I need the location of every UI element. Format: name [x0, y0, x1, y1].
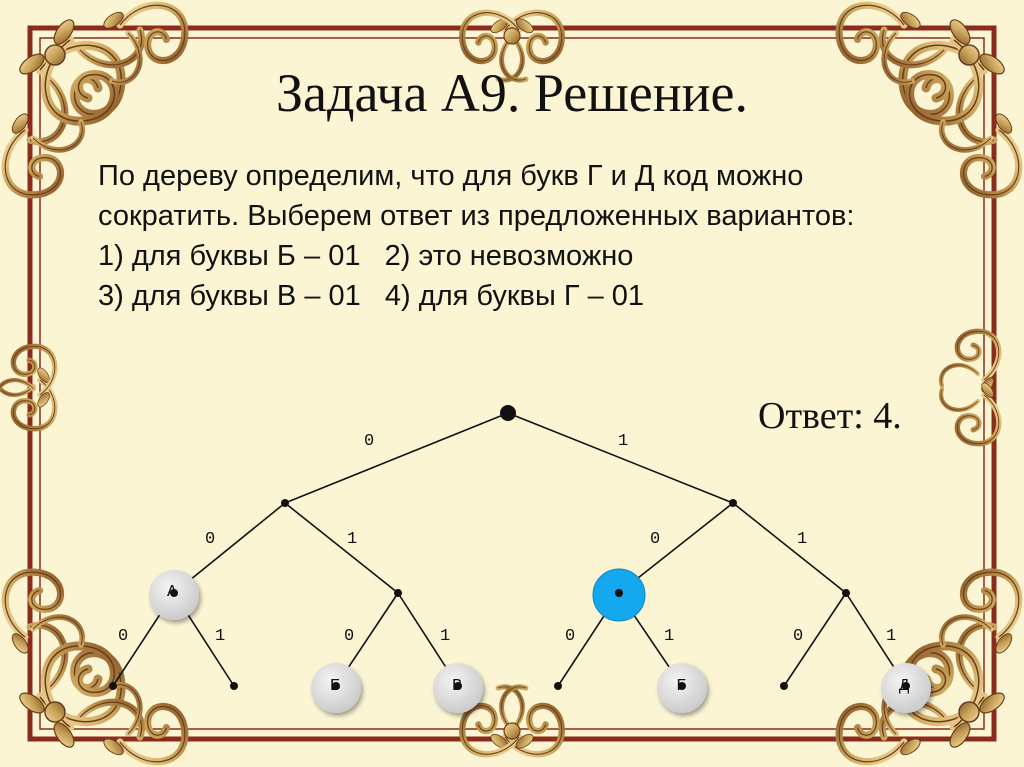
answer-text: Ответ: 4.: [758, 395, 902, 437]
tree-dots: [109, 405, 910, 690]
root-node: [500, 405, 516, 421]
edge-label-0: 0: [205, 530, 215, 549]
leaf-node: [902, 682, 910, 690]
tree-edge: [507, 412, 734, 504]
solution-line: 3) для буквы В – 01 4) для буквы Г – 01: [98, 280, 645, 312]
tree-node: [394, 589, 402, 597]
leaf-node: [554, 682, 562, 690]
tree-node: [842, 589, 850, 597]
tree-node: [170, 589, 178, 597]
edge-label-1: 1: [664, 627, 674, 646]
bottom-center-ornament: [462, 687, 562, 754]
leaf-node: [109, 682, 117, 690]
solution-line: По дереву определим, что для букв Г и Д …: [98, 160, 804, 192]
solution-text: По дереву определим, что для букв Г и Д …: [98, 156, 918, 316]
tree-node: [281, 499, 289, 507]
edge-label-0: 0: [118, 627, 128, 646]
tree-edge: [284, 412, 509, 504]
tree-node: [615, 589, 623, 597]
edge-label-0: 0: [793, 627, 803, 646]
edge-label-0: 0: [344, 627, 354, 646]
tree-edges: [112, 412, 907, 687]
solution-line: 1) для буквы Б – 01 2) это невозможно: [98, 240, 634, 272]
edge-label-1: 1: [797, 530, 807, 549]
slide-title: Задача А9. Решение.: [275, 63, 749, 123]
edge-label-1: 1: [215, 627, 225, 646]
tree-edge: [284, 502, 399, 594]
leaf-node: [678, 682, 686, 690]
leaf-node: [780, 682, 788, 690]
edge-label-0: 0: [565, 627, 575, 646]
tree-node: [729, 499, 737, 507]
top-center-ornament: [462, 13, 562, 80]
edge-label-0: 0: [364, 432, 374, 451]
edge-label-1: 1: [886, 627, 896, 646]
leaf-node: [454, 682, 462, 690]
edge-label-1: 1: [618, 432, 628, 451]
edge-label-0: 0: [650, 530, 660, 549]
leaf-node: [332, 682, 340, 690]
tree-edge: [732, 502, 847, 594]
solution-line: сократить. Выберем ответ из предложенных…: [98, 200, 855, 232]
leaf-node: [230, 682, 238, 690]
edge-label-1: 1: [440, 627, 450, 646]
edge-label-1: 1: [347, 530, 357, 549]
tree-edge: [783, 592, 847, 687]
tree-edge: [173, 502, 286, 594]
